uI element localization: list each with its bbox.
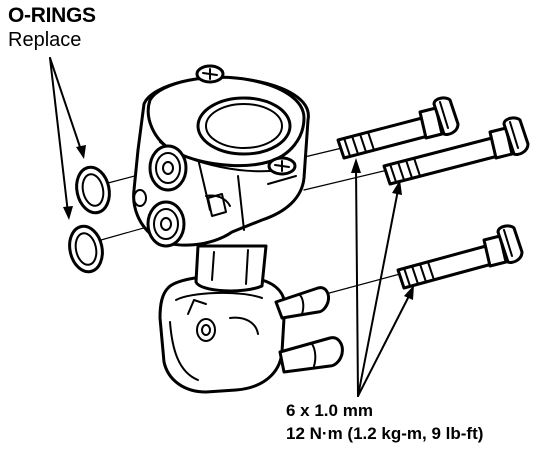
lower-housing	[158, 274, 287, 394]
housing-neck	[194, 244, 268, 293]
port-upper	[148, 144, 188, 192]
port-lower	[146, 200, 186, 248]
flange-bolt-3	[396, 224, 524, 290]
o-rings-label: O-RINGS	[8, 4, 96, 27]
hose-nipple-lower	[278, 336, 344, 374]
bolt-size-label: 6 x 1.0 mm	[286, 401, 373, 420]
o-ring-lower	[68, 224, 104, 274]
body-slot	[207, 193, 227, 217]
body-small-hole	[133, 189, 147, 207]
o-ring-leader-arrows	[49, 57, 86, 220]
cover-plate	[146, 75, 306, 168]
o-ring-upper	[75, 165, 111, 215]
flange-bolt-1	[336, 96, 460, 160]
cover-screw-top	[195, 64, 225, 84]
flange-bolt-2	[382, 116, 530, 186]
hose-nipple-upper	[274, 286, 330, 320]
torque-spec-label: 12 N·m (1.2 kg-m, 9 lb-ft)	[286, 424, 484, 443]
bolt-spec-leader-arrows	[351, 158, 414, 397]
replace-note: Replace	[8, 29, 82, 51]
cover-screw-right	[267, 156, 297, 176]
